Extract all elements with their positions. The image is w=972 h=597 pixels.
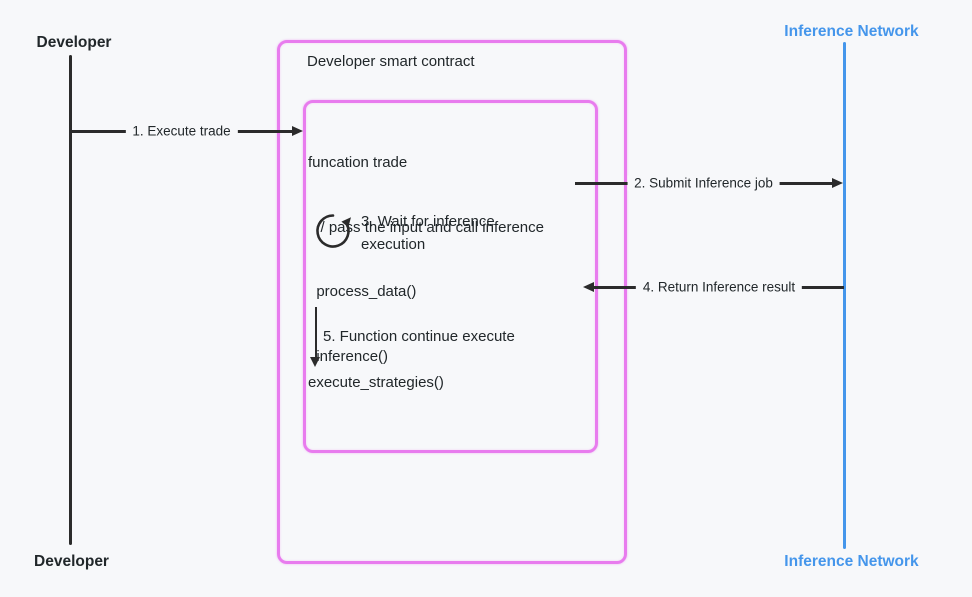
inference-network-lifeline	[843, 42, 846, 549]
continue-flow-line	[314, 307, 317, 359]
right-arrowhead-icon	[832, 177, 843, 188]
wait-for-inference-note: 3. Wait for inference execution	[361, 213, 495, 253]
smart-contract-box	[277, 40, 627, 564]
function-continue-note: 5. Function continue execute	[323, 328, 515, 345]
code-line-function: funcation trade	[308, 154, 408, 171]
refresh-spinner-icon	[316, 214, 351, 248]
inference-network-bottom-label: Inference Network	[784, 553, 919, 570]
message-return-inference-result: 4. Return Inference result	[594, 279, 844, 295]
inference-network-top-label: Inference Network	[784, 23, 919, 40]
message-submit-inference-job-label: 2. Submit Inference job	[627, 175, 780, 191]
developer-lifeline	[68, 55, 72, 545]
down-arrow-icon	[310, 357, 320, 367]
message-execute-trade-label: 1. Execute trade	[125, 123, 238, 139]
code-line-comment: // pass the input and call inference	[308, 218, 544, 236]
message-return-inference-result-label: 4. Return Inference result	[635, 279, 803, 295]
message-execute-trade: 1. Execute trade	[71, 123, 292, 139]
developer-top-label: Developer	[36, 34, 112, 51]
code-line-process-data: process_data()	[308, 283, 417, 300]
execute-strategies-call: execute_strategies()	[308, 374, 444, 391]
right-arrowhead-icon	[292, 125, 303, 136]
developer-bottom-label: Developer	[34, 553, 109, 570]
code-line-inference: inference()	[308, 347, 389, 365]
function-code: funcation trade // pass the input and ca…	[308, 109, 544, 410]
left-arrowhead-icon	[583, 281, 594, 292]
message-submit-inference-job: 2. Submit Inference job	[575, 175, 832, 191]
function-body-box	[303, 100, 598, 453]
smart-contract-title: Developer smart contract	[307, 53, 475, 70]
